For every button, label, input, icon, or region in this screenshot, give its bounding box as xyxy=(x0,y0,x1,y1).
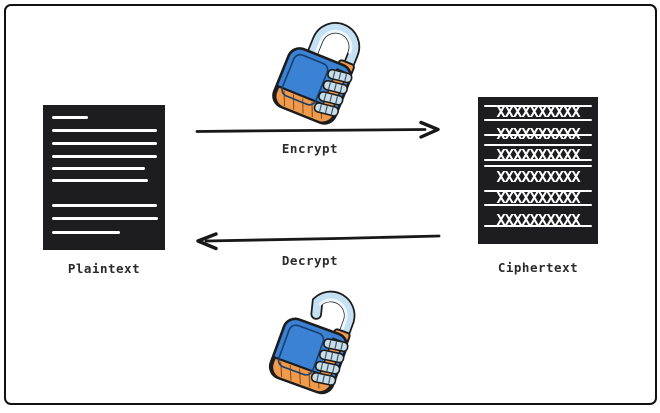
decrypt-arrow-left-icon xyxy=(196,232,441,251)
cipher-row: XXXXXXXXXX xyxy=(478,210,598,232)
text-line xyxy=(52,116,88,119)
text-line xyxy=(52,179,148,182)
diagram-border xyxy=(4,4,657,405)
text-line xyxy=(52,129,157,132)
plaintext-label: Plaintext xyxy=(67,261,141,276)
ciphertext-document-icon: XXXXXXXXXX XXXXXXXXXX XXXXXXXXXX XXXXXXX… xyxy=(478,97,598,244)
text-line xyxy=(52,167,145,170)
text-line xyxy=(52,155,157,158)
text-line xyxy=(52,231,120,234)
lock-closed-icon xyxy=(272,22,361,125)
text-line xyxy=(52,204,157,207)
cipher-row: XXXXXXXXXX xyxy=(478,188,598,210)
plaintext-document-icon xyxy=(43,105,165,250)
decrypt-label: Decrypt xyxy=(281,253,339,268)
cipher-row: XXXXXXXXXX xyxy=(478,102,598,124)
text-line xyxy=(52,142,157,145)
encrypt-label: Encrypt xyxy=(281,141,339,156)
cipher-row: XXXXXXXXXX xyxy=(478,144,598,167)
text-line xyxy=(52,217,158,220)
encrypt-arrow-right-icon xyxy=(195,120,440,139)
ciphertext-label: Ciphertext xyxy=(497,260,579,275)
cipher-row: XXXXXXXXXX xyxy=(478,165,598,189)
cipher-row: XXXXXXXXXX xyxy=(478,124,598,146)
lock-open-icon xyxy=(268,290,356,395)
